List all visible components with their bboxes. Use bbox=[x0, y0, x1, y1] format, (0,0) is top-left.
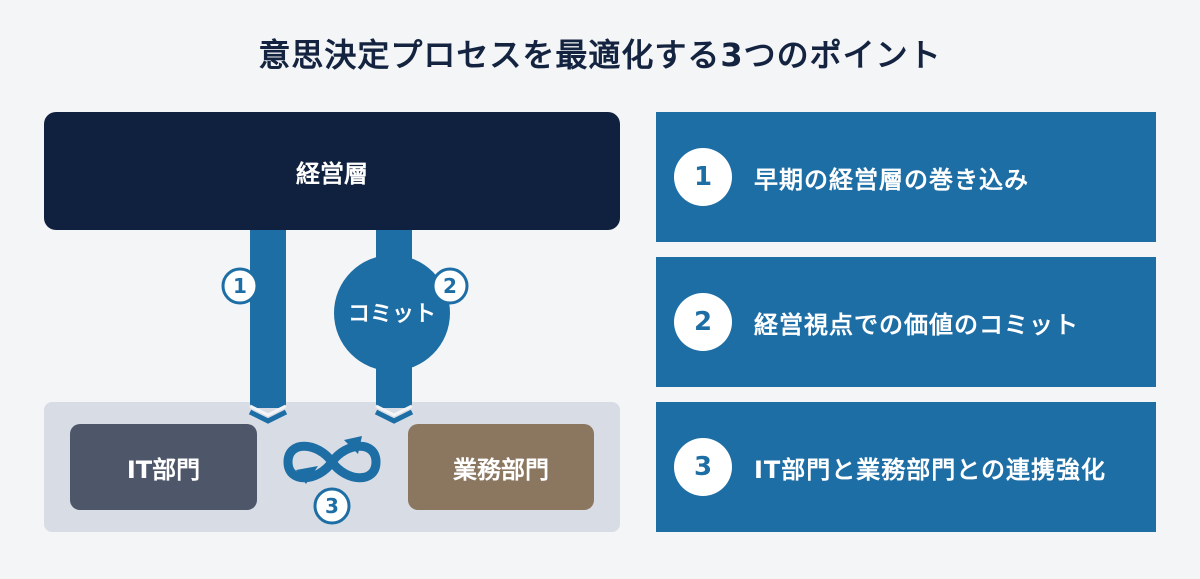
point-label-1: 早期の経営層の巻き込み bbox=[754, 165, 1029, 194]
badge-1-circle bbox=[221, 267, 259, 305]
badge-1-number: 1 bbox=[233, 274, 247, 298]
commit-circle bbox=[334, 255, 450, 371]
page-title: 意思決定プロセスを最適化する3つのポイント bbox=[258, 36, 942, 74]
point-label-3: IT部門と業務部門との連携強化 bbox=[754, 455, 1107, 484]
executive-box: 経営層 bbox=[44, 112, 620, 230]
point-number-3: 3 bbox=[674, 438, 732, 496]
point-number-1: 1 bbox=[674, 148, 732, 206]
badge-3-number: 3 bbox=[325, 494, 339, 518]
point-label-2: 経営視点での価値のコミット bbox=[754, 310, 1079, 339]
business-department-box: 業務部門 bbox=[408, 424, 594, 510]
point-number-2: 2 bbox=[674, 293, 732, 351]
badge-2-number: 2 bbox=[443, 274, 457, 298]
point-item-3: 3 IT部門と業務部門との連携強化 bbox=[656, 402, 1156, 532]
infinity-cycle-icon bbox=[283, 441, 381, 483]
it-department-box: IT部門 bbox=[70, 424, 257, 510]
cycle-arrowhead-right bbox=[344, 436, 362, 454]
commit-label: コミット bbox=[347, 302, 436, 327]
badge-3-circle bbox=[313, 487, 351, 525]
arrow-bar-1 bbox=[248, 204, 288, 424]
badge-2-circle bbox=[431, 267, 469, 305]
point-item-2: 2 経営視点での価値のコミット bbox=[656, 257, 1156, 387]
cycle-arrowhead-left bbox=[296, 466, 318, 484]
point-item-1: 1 早期の経営層の巻き込み bbox=[656, 112, 1156, 242]
